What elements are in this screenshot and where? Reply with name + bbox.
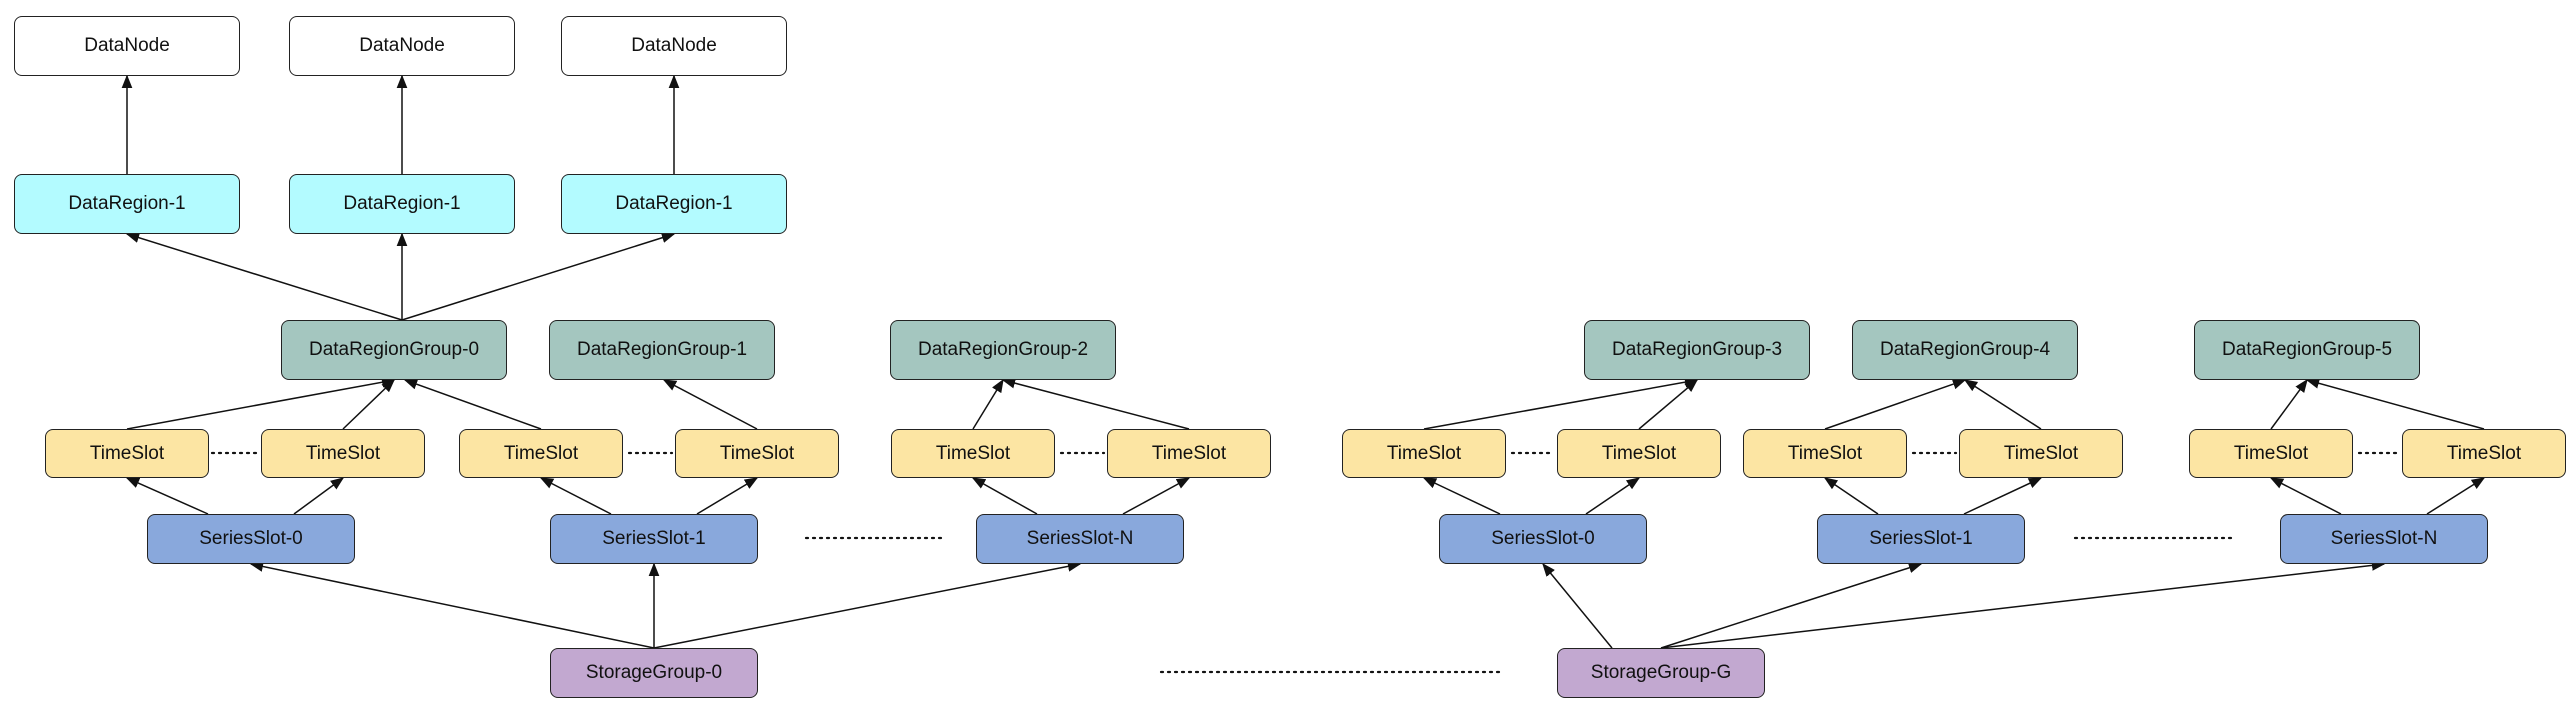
arrow-edge [1001, 377, 1190, 430]
arrow-edge [1823, 477, 1879, 515]
timeslot-box: TimeSlot [2189, 429, 2353, 478]
storagegroup-box: StorageGroup-G [1557, 648, 1765, 698]
dataregiongroup-box: DataRegionGroup-2 [890, 320, 1116, 380]
seriesslot-box: SeriesSlot-N [2280, 514, 2488, 564]
seriesslot-box: SeriesSlot-1 [550, 514, 758, 564]
arrow-edge [539, 477, 612, 515]
dataregiongroup-box: DataRegionGroup-1 [549, 320, 775, 380]
arrow-edge [342, 379, 395, 430]
dataregion-box: DataRegion-1 [561, 174, 787, 234]
arrow-edge [2426, 477, 2486, 515]
arrow-edge [662, 379, 758, 430]
timeslot-box: TimeSlot [891, 429, 1055, 478]
arrow-edge [1660, 562, 1923, 649]
dataregion-box: DataRegion-1 [14, 174, 240, 234]
arrow-edge [1585, 477, 1641, 515]
arrow-edge [653, 561, 1082, 649]
timeslot-box: TimeSlot [675, 429, 839, 478]
dataregion-box: DataRegion-1 [289, 174, 515, 234]
arrow-edge [1638, 379, 1699, 430]
arrow-edge [1122, 477, 1191, 515]
arrow-edge [293, 477, 345, 515]
timeslot-box: TimeSlot [45, 429, 209, 478]
seriesslot-box: SeriesSlot-0 [1439, 514, 1647, 564]
datanode-box: DataNode [561, 16, 787, 76]
arrow-edge [401, 232, 676, 321]
arrow-edge [1824, 378, 1967, 430]
dataregiongroup-box: DataRegionGroup-0 [281, 320, 507, 380]
timeslot-box: TimeSlot [1107, 429, 1271, 478]
arrow-edge [125, 477, 209, 515]
timeslot-box: TimeSlot [1342, 429, 1506, 478]
arrow-edge [2270, 378, 2308, 430]
dataregiongroup-box: DataRegionGroup-3 [1584, 320, 1810, 380]
arrow-edge [125, 232, 403, 321]
arrow-edge [1422, 477, 1501, 515]
datanode-box: DataNode [289, 16, 515, 76]
arrow-edge [1963, 477, 2043, 515]
arrow-edge [249, 561, 655, 649]
timeslot-box: TimeSlot [2402, 429, 2566, 478]
arrow-edge [1542, 562, 1613, 649]
arrow-edge [126, 376, 396, 430]
dataregiongroup-box: DataRegionGroup-5 [2194, 320, 2420, 380]
arrow-edge [696, 477, 759, 515]
arrow-edge [971, 477, 1038, 515]
arrow-edge [1423, 376, 1699, 430]
seriesslot-box: SeriesSlot-1 [1817, 514, 2025, 564]
seriesslot-box: SeriesSlot-0 [147, 514, 355, 564]
timeslot-box: TimeSlot [1743, 429, 1907, 478]
arrow-edge [1660, 560, 2386, 649]
dataregiongroup-box: DataRegionGroup-4 [1852, 320, 2078, 380]
arrow-edge [972, 378, 1004, 430]
timeslot-box: TimeSlot [459, 429, 623, 478]
timeslot-box: TimeSlot [1959, 429, 2123, 478]
arrow-edge [2305, 378, 2485, 430]
datanode-box: DataNode [14, 16, 240, 76]
timeslot-box: TimeSlot [1557, 429, 1721, 478]
arrow-edge [1963, 379, 2042, 430]
seriesslot-box: SeriesSlot-N [976, 514, 1184, 564]
arrow-edge [2269, 477, 2342, 515]
storagegroup-box: StorageGroup-0 [550, 648, 758, 698]
timeslot-box: TimeSlot [261, 429, 425, 478]
arrow-edge [403, 379, 542, 430]
